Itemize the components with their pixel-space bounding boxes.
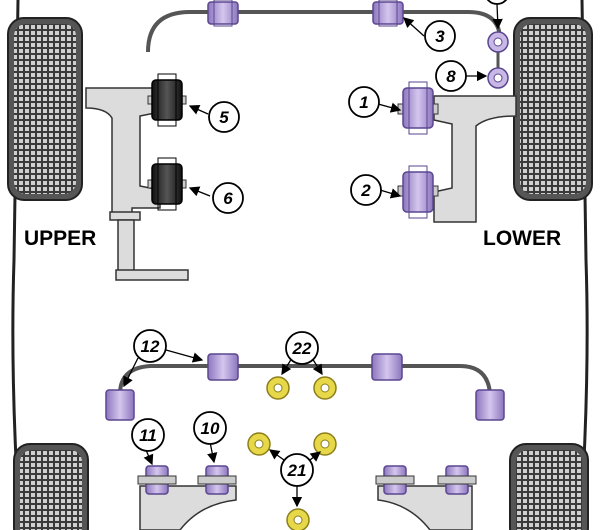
svg-text:5: 5 xyxy=(219,108,229,127)
lower-wishbone-arm xyxy=(433,95,517,223)
lower-bush-2 xyxy=(397,165,439,219)
svg-text:22: 22 xyxy=(292,339,312,358)
front-arb-bush-left xyxy=(207,0,239,27)
svg-text:1: 1 xyxy=(359,93,368,112)
washer-22-left xyxy=(266,376,290,400)
leader-lines xyxy=(123,3,503,508)
callout-2: 2 xyxy=(350,174,382,206)
rear-arb-bush-right xyxy=(371,353,403,381)
washer-21-right xyxy=(313,432,337,456)
washer-22-right xyxy=(313,376,337,400)
washer-21-bottom xyxy=(286,508,310,530)
svg-text:12: 12 xyxy=(141,337,160,356)
upper-bush-5 xyxy=(147,73,187,127)
svg-text:8: 8 xyxy=(446,67,456,86)
callout-3: 3 xyxy=(424,20,456,52)
rear-arb-end-bush-right xyxy=(475,389,505,421)
callout-1: 1 xyxy=(348,86,380,118)
tyre-rear-right xyxy=(509,443,589,530)
rear-bush-11 xyxy=(137,465,177,495)
svg-text:6: 6 xyxy=(223,189,233,208)
svg-text:11: 11 xyxy=(139,426,157,445)
callout-10: 10 xyxy=(193,411,227,445)
label-upper: UPPER xyxy=(24,227,96,250)
tyre-front-left xyxy=(7,17,83,201)
tyre-front-right xyxy=(513,17,593,201)
upper-bush-6 xyxy=(147,157,187,211)
rear-arb-end-bush-left xyxy=(105,389,135,421)
rear-arm-right xyxy=(377,485,473,530)
callout-21: 21 xyxy=(280,453,314,487)
washer-21-left xyxy=(247,432,271,456)
front-arb-bush-right xyxy=(372,0,404,27)
callout-8: 8 xyxy=(435,60,467,92)
svg-text:2: 2 xyxy=(360,181,371,200)
callout-top-partial xyxy=(486,0,508,5)
callout-6: 6 xyxy=(212,182,244,214)
drop-link-bush-top xyxy=(487,31,509,53)
svg-text:10: 10 xyxy=(201,419,220,438)
callout-5: 5 xyxy=(208,101,240,133)
callout-12: 12 xyxy=(133,329,167,363)
rear-anti-roll-bar xyxy=(118,364,492,395)
rear-bush-right-inner xyxy=(375,465,415,495)
upper-wishbone-arm xyxy=(85,87,161,215)
rear-bush-right-outer xyxy=(437,465,477,495)
svg-text:3: 3 xyxy=(435,27,445,46)
callout-22: 22 xyxy=(285,331,319,365)
callout-11: 11 xyxy=(131,418,165,452)
rear-arb-bush-left xyxy=(207,353,239,381)
label-lower: LOWER xyxy=(483,227,561,250)
lower-bush-1 xyxy=(397,81,439,135)
rear-bush-10 xyxy=(197,465,237,495)
upper-strut xyxy=(109,211,189,281)
svg-text:21: 21 xyxy=(287,461,307,480)
tyre-rear-left xyxy=(13,443,89,530)
drop-link-bush-bottom xyxy=(487,67,509,89)
